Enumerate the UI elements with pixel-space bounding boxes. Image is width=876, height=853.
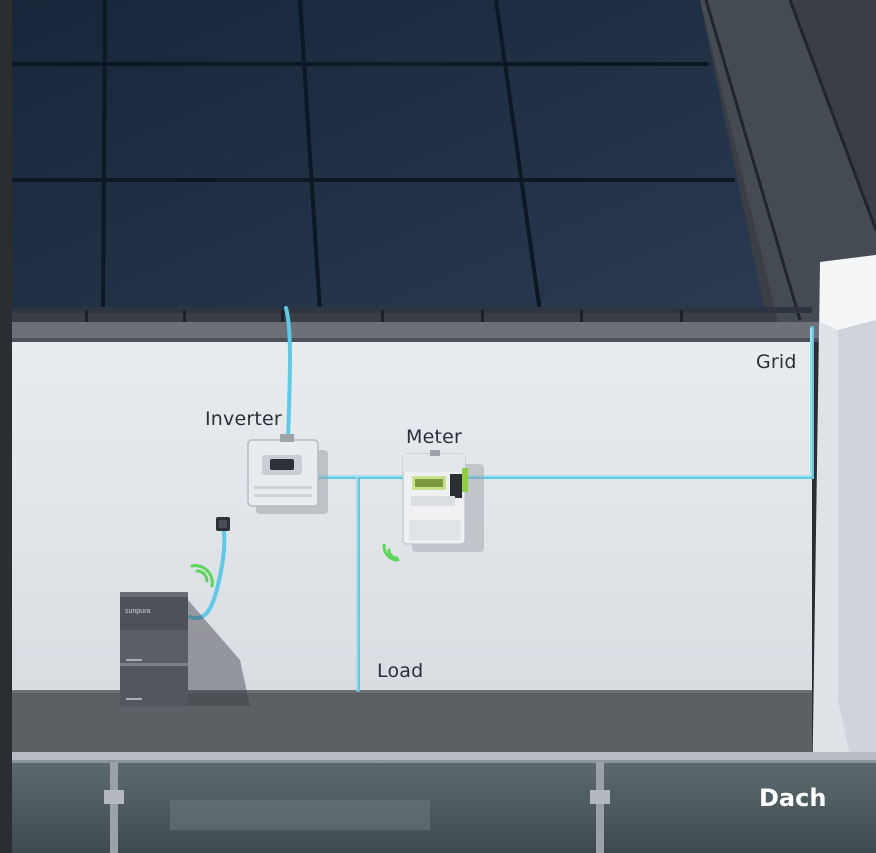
load-label: Load [377,660,424,682]
inverter-label: Inverter [205,408,282,430]
glass-railing [12,752,876,853]
grid-label: Grid [756,351,797,373]
location-label: Dach [759,784,827,812]
cables [188,306,814,692]
wireless-signal-icon [382,543,400,562]
meter-label: Meter [406,426,463,448]
wireless-signal-icon [190,564,214,588]
inverter-device [247,434,328,514]
solar-panel-array [12,0,812,322]
battery-stack: sunpura [120,592,250,706]
battery-brand-label: sunpura [125,608,150,615]
wall-pillar [812,255,876,800]
meter-device [402,450,484,552]
wall-socket [216,517,230,531]
